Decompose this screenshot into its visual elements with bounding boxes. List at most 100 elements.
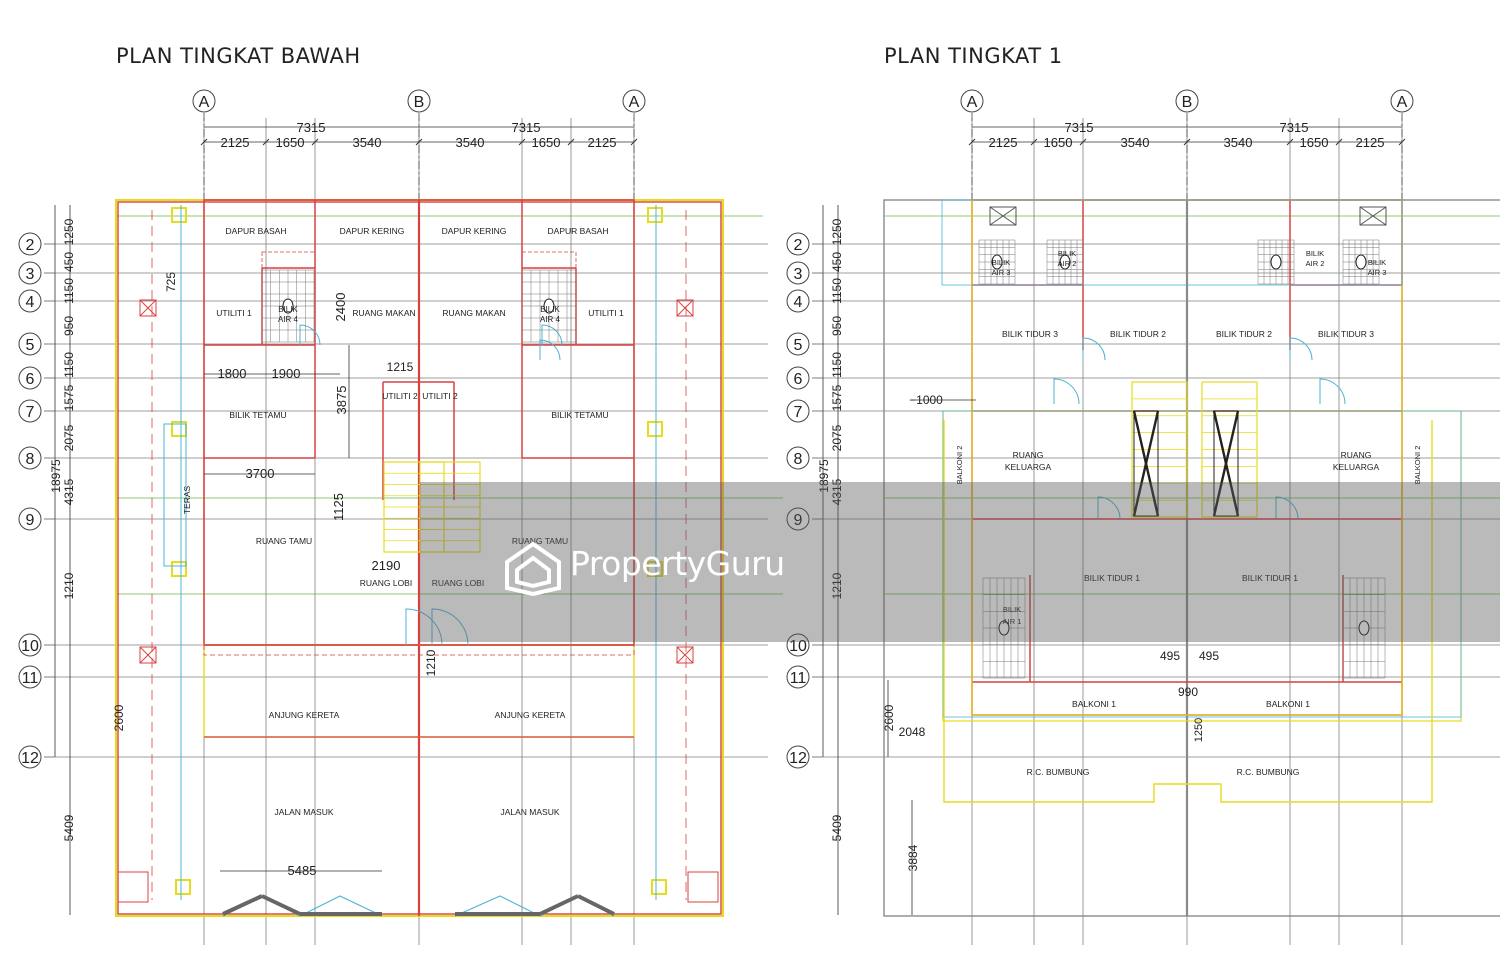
dim-overall: 18975 — [817, 459, 831, 493]
meter-box — [687, 871, 719, 903]
grid-label-column: A — [967, 94, 978, 111]
grid-label-row: 11 — [22, 670, 39, 687]
toilet-icon — [998, 620, 1010, 636]
door-swing — [1053, 378, 1080, 405]
column-marker-cross — [676, 646, 694, 664]
grid-bubble-column — [407, 89, 431, 113]
grid-bubble-row — [18, 633, 42, 657]
dim-vertical: 1150 — [62, 352, 76, 378]
dim-tick — [262, 138, 270, 146]
ground-floor-title: PLAN TINGKAT BAWAH — [116, 44, 361, 68]
grid-bubble-row — [18, 446, 42, 470]
column-marker — [139, 646, 157, 664]
room-label-first: BILIK TIDUR 3 — [1318, 329, 1374, 339]
dim-tick — [1398, 138, 1406, 146]
grid-bubble-column — [1390, 89, 1414, 113]
grid-bubble-row — [786, 332, 810, 356]
door-swing — [1082, 337, 1106, 361]
room-label-ground: RUANG LOBI — [360, 578, 412, 588]
room-label-ground: AIR 4 — [540, 315, 561, 324]
gate-leaf — [222, 894, 263, 916]
upper-floor-projection — [203, 199, 635, 656]
toilet-icon — [282, 298, 294, 314]
dim-first: 2600 — [882, 704, 896, 731]
grid-label-row: 12 — [21, 750, 39, 767]
room-label-first: RUANG — [1013, 450, 1044, 460]
grid-bubble-row — [786, 633, 810, 657]
dim-vertical-front: 5409 — [830, 814, 844, 841]
grid-label-row: 3 — [794, 266, 803, 283]
room-label-first: BALKONI 1 — [1266, 699, 1310, 709]
grid-label-row: 7 — [794, 404, 803, 421]
toilet-icon — [1355, 254, 1367, 270]
roof-outline — [943, 420, 1433, 803]
dim-vertical: 2075 — [62, 424, 76, 451]
grid-bubble-row — [18, 289, 42, 313]
dim-vertical: 2075 — [830, 424, 844, 451]
dim-top-split: 2125 — [1356, 135, 1385, 150]
dim-top-total: 7315 — [1280, 120, 1309, 135]
grid-label-row: 9 — [794, 512, 803, 529]
dim-ground: 1210 — [424, 649, 438, 676]
dim-top-split: 1650 — [1044, 135, 1073, 150]
room-label-ground: RUANG MAKAN — [442, 308, 505, 318]
grid-bubble-row — [18, 507, 42, 531]
room-label-first: BILIK — [1003, 605, 1021, 614]
dim-vertical: 1250 — [62, 218, 76, 245]
gate-swing — [454, 895, 541, 917]
watermark-band — [420, 482, 1500, 642]
grid-bubble-row — [786, 366, 810, 390]
room-label-ground: JALAN MASUK — [274, 807, 333, 817]
dim-first: 990 — [1178, 685, 1198, 699]
dim-top-split: 1650 — [532, 135, 561, 150]
grid-bubble-row — [18, 332, 42, 356]
room-label-ground: RUANG LOBI — [432, 578, 484, 588]
grid-label-row: 9 — [26, 512, 35, 529]
grid-label-row: 6 — [26, 371, 35, 388]
grid-bubble-row — [18, 232, 42, 256]
room-label-first: R.C. BUMBUNG — [1027, 767, 1090, 777]
room-label-ground: RUANG MAKAN — [352, 308, 415, 318]
skylight — [989, 206, 1017, 226]
grid-bubble-row — [786, 261, 810, 285]
grid-label-row: 12 — [789, 750, 807, 767]
room-label-first: BILIK TIDUR 1 — [1084, 573, 1140, 583]
dim-vertical: 450 — [830, 252, 844, 272]
pillar — [647, 421, 663, 437]
pillar — [171, 561, 187, 577]
dim-first: 495 — [1160, 649, 1180, 663]
room-label-ground: DAPUR KERING — [442, 226, 507, 236]
watermark-text: PropertyGuru — [570, 544, 785, 583]
grid-label-row: 5 — [26, 337, 35, 354]
room-label-ground: UTILITI 1 — [216, 308, 252, 318]
room-label-first: BALKONI 2 — [955, 446, 964, 485]
dim-vertical: 1210 — [830, 572, 844, 599]
dim-top-total: 7315 — [512, 120, 541, 135]
meter-box — [117, 871, 149, 903]
room-label-ground: RUANG TAMU — [512, 536, 568, 546]
room-label-ground: AIR 4 — [278, 315, 299, 324]
dim-top-split: 2125 — [221, 135, 250, 150]
dim-tick — [1286, 138, 1294, 146]
grid-label-row: 8 — [26, 451, 35, 468]
toilet-icon — [543, 298, 555, 314]
column-marker — [676, 299, 694, 317]
door-swing — [299, 324, 321, 346]
dim-vertical: 1575 — [830, 384, 844, 411]
grid-label-row: 3 — [26, 266, 35, 283]
gate-swing — [222, 895, 301, 917]
dim-first: 2048 — [899, 725, 926, 739]
dim-tick — [1079, 138, 1087, 146]
dim-ground: 725 — [164, 272, 178, 292]
room-label-ground: BILIK TETAMU — [551, 410, 608, 420]
pillar — [647, 207, 663, 223]
skylight — [1359, 206, 1387, 226]
dim-tick — [1335, 138, 1343, 146]
dim-overall: 18975 — [49, 459, 63, 493]
stair-void — [1133, 410, 1159, 517]
dim-vertical: 4315 — [830, 478, 844, 505]
grid-label-row: 2 — [794, 237, 803, 254]
dim-vertical: 950 — [830, 316, 844, 336]
grid-bubble-row — [786, 232, 810, 256]
dim-ground: 1125 — [331, 493, 346, 521]
